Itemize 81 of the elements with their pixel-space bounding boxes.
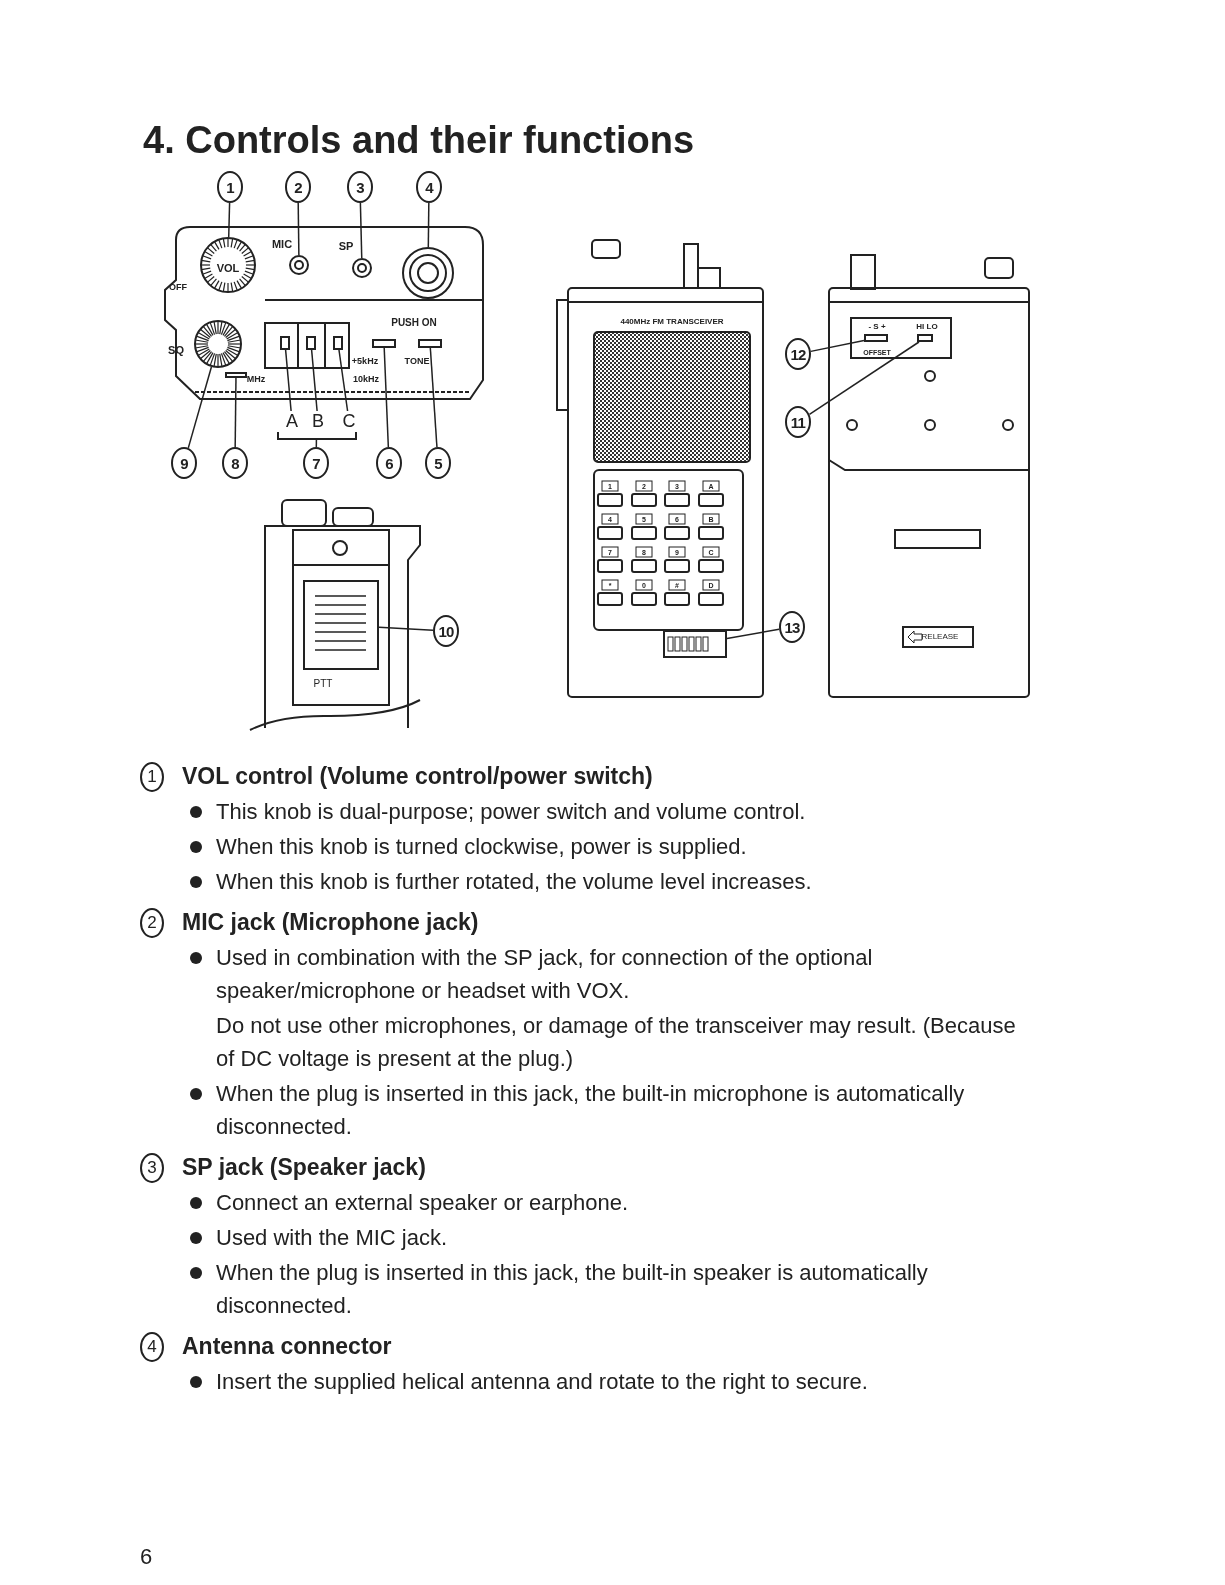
callout-number: 9 xyxy=(171,447,197,479)
description-text: Insert the supplied helical antenna and rotate to the right to secure. xyxy=(216,1368,868,1396)
callout-number: 1 xyxy=(217,171,243,203)
leader-line xyxy=(297,202,300,256)
part-label: TONE xyxy=(403,356,431,366)
description-text: Used in combination with the SP jack, for connection of the optional speaker/microphone or headset with VOX. xyxy=(216,944,874,1005)
part-letter: A xyxy=(284,411,300,431)
callout-number: 6 xyxy=(376,447,402,479)
thumbwheel xyxy=(306,336,316,350)
leader-line xyxy=(378,626,434,631)
description-text: When this knob is further rotated, the volume level increases. xyxy=(216,868,812,896)
jack-socket xyxy=(289,255,309,275)
leader-line xyxy=(227,202,231,238)
leader-line xyxy=(315,439,318,448)
description-text: Do not use other microphones, or damage of the transceiver may result. (Because of DC voltage is present at the plug.) xyxy=(216,1012,1017,1073)
leader-line xyxy=(429,346,438,448)
description-text: When the plug is inserted in this jack, the built-in speaker is automatically disconnected. xyxy=(216,1259,929,1320)
section-number: 1 xyxy=(140,761,164,792)
leader-line xyxy=(810,339,865,353)
leader-line xyxy=(427,202,430,248)
leader-line xyxy=(234,377,237,448)
part-label: PTT xyxy=(312,679,334,689)
callout-number: 3 xyxy=(347,171,373,203)
leader-line xyxy=(310,349,318,412)
antenna-connector xyxy=(402,247,454,299)
leader-line xyxy=(338,349,349,412)
leader-line xyxy=(187,366,213,449)
page-title: 4. Controls and their functions xyxy=(143,118,695,163)
description-text: This knob is dual-purpose; power switch and volume control. xyxy=(216,798,806,826)
section-heading: VOL control (Volume control/power switch) xyxy=(182,762,653,791)
jack-socket xyxy=(352,258,372,278)
push-button xyxy=(372,338,396,348)
part-letter: C xyxy=(341,411,357,431)
callout-number: 13 xyxy=(779,611,805,643)
part-letter: B xyxy=(310,411,326,431)
callout-number: 11 xyxy=(785,406,811,438)
lever xyxy=(225,372,247,378)
page-number: 6 xyxy=(140,1543,153,1571)
part-label: - S + xyxy=(867,323,887,331)
push-button xyxy=(418,338,442,348)
part-label: VOL xyxy=(215,262,241,274)
volume-knob xyxy=(200,237,256,293)
callout-number: 2 xyxy=(285,171,311,203)
section-number: 2 xyxy=(140,907,164,938)
callout-number: 12 xyxy=(785,338,811,370)
callout-number: 5 xyxy=(425,447,451,479)
leader-line xyxy=(726,628,780,640)
callout-number: 7 xyxy=(303,447,329,479)
description-text: When the plug is inserted in this jack, the built-in microphone is automatically disconnected. xyxy=(216,1080,966,1141)
description-text: Used with the MIC jack. xyxy=(216,1224,448,1252)
description-text: Connect an external speaker or earphone. xyxy=(216,1189,629,1217)
slide-switch xyxy=(917,334,933,342)
bracket xyxy=(276,432,357,440)
part-label: RELEASE xyxy=(920,633,960,641)
part-label: +5kHz xyxy=(350,356,380,366)
dip-switch xyxy=(663,630,727,658)
section-heading: SP jack (Speaker jack) xyxy=(182,1153,426,1182)
part-label: MIC xyxy=(270,238,294,250)
leader-line xyxy=(808,341,920,416)
callout-number: 4 xyxy=(416,171,442,203)
squelch-knob xyxy=(194,320,242,368)
leader-line xyxy=(284,349,292,412)
part-label: 10kHz xyxy=(352,374,380,384)
thumbwheel xyxy=(280,336,290,350)
ptt-button xyxy=(303,580,379,670)
section-number: 4 xyxy=(140,1331,164,1362)
slide-switch xyxy=(864,334,888,342)
part-label: PUSH ON xyxy=(390,318,438,328)
section-heading: Antenna connector xyxy=(182,1332,392,1361)
part-label: HI LO xyxy=(915,323,939,331)
leader-line xyxy=(383,346,390,448)
part-label: MHz xyxy=(245,374,267,384)
callout-number: 8 xyxy=(222,447,248,479)
part-label: 440MHz FM TRANSCEIVER xyxy=(619,318,725,326)
section-number: 3 xyxy=(140,1152,164,1183)
description-text: When this knob is turned clockwise, power is supplied. xyxy=(216,833,747,861)
leader-line xyxy=(359,202,363,259)
part-label: SP xyxy=(337,240,355,252)
section-heading: MIC jack (Microphone jack) xyxy=(182,908,479,937)
thumbwheel xyxy=(333,336,343,350)
callout-number: 10 xyxy=(433,615,459,647)
